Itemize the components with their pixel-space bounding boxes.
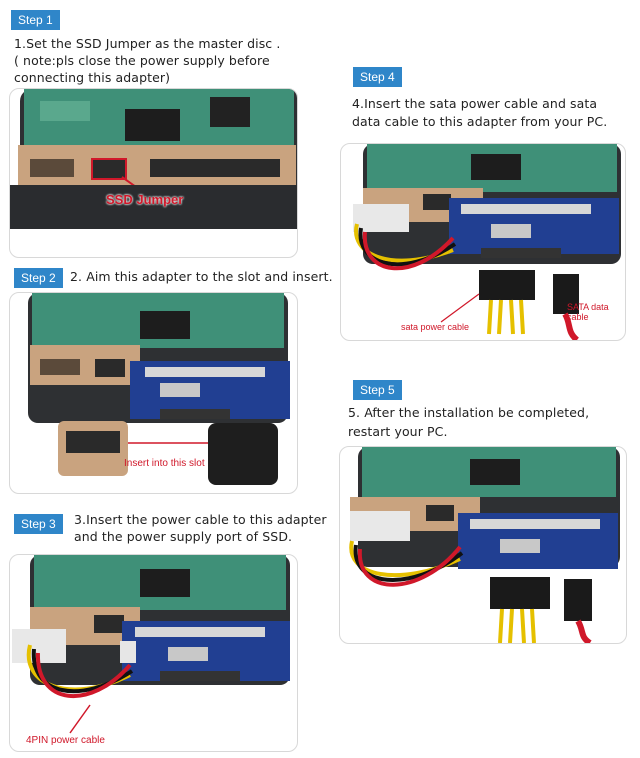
ssd-jumper-callout: SSD Jumper (106, 192, 184, 207)
hard-drive-photo-icon (10, 89, 297, 229)
sata-data-cable-callout: SATA data cable (567, 302, 609, 322)
step-2-photo: Insert into this slot (9, 292, 298, 494)
step-3-line-2: and the power supply port of SSD. (74, 529, 293, 544)
sata-cable-icon (353, 144, 621, 340)
insert-slot-callout: Insert into this slot (124, 458, 205, 469)
step-5-photo (339, 446, 627, 644)
step-1-photo: SSD Jumper (9, 88, 298, 258)
step-5-line-2: restart your PC. (348, 424, 448, 439)
step-4-line-1: 4.Insert the sata power cable and sata (352, 96, 598, 111)
step-1-line-1: 1.Set the SSD Jumper as the master disc … (14, 36, 281, 51)
step-2-line-1: 2. Aim this adapter to the slot and inse… (70, 269, 333, 284)
sata-power-cable-callout: sata power cable (401, 322, 470, 332)
step-4-badge: Step 4 (353, 67, 402, 87)
step-3-photo: 4PIN power cable (9, 554, 298, 752)
4pin-power-cable-callout: 4PIN power cable (26, 735, 105, 746)
step-4-photo: sata power cable SATA data cable (340, 143, 626, 341)
step-1-line-2: ( note:pls close the power supply before (14, 53, 270, 68)
step-1-line-3: connecting this adapter) (14, 70, 171, 85)
step-3-line-1: 3.Insert the power cable to this adapter (74, 512, 327, 527)
step-1-badge: Step 1 (11, 10, 60, 30)
installed-adapter-icon (349, 447, 620, 643)
step-5-badge: Step 5 (353, 380, 402, 400)
step-5-line-1: 5. After the installation be completed, (348, 405, 590, 420)
step-2-badge: Step 2 (14, 268, 63, 288)
power-cable-icon (12, 555, 290, 734)
step-4-line-2: data cable to this adapter from your PC. (352, 114, 608, 129)
ide-to-sata-adapter-icon (28, 293, 290, 485)
step-3-badge: Step 3 (14, 514, 63, 534)
